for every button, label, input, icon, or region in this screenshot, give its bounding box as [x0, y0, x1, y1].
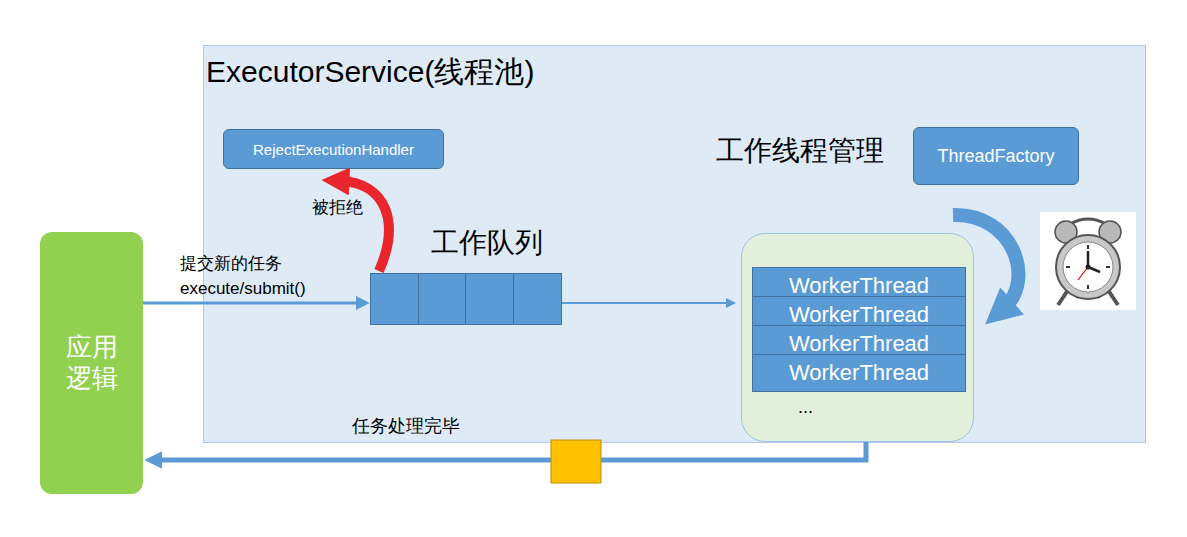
node-text: ExecutorService(线程池)	[206, 52, 1147, 93]
worker-thread: WorkerThread	[752, 354, 966, 392]
worker-pool: ...WorkerThreadWorkerThreadWorkerThreadW…	[741, 233, 974, 442]
node-text: ThreadFactory	[937, 146, 1054, 167]
connector	[562, 302, 729, 304]
work-queue: 工作队列	[370, 273, 562, 325]
connector	[143, 302, 360, 305]
label-wrap: 任务处理完毕	[352, 413, 460, 439]
submit-label: 提交新的任务 execute/submit()	[180, 252, 330, 301]
queue-slot	[419, 274, 467, 324]
node-text: ...	[798, 397, 838, 418]
section-label: 工作线程管理	[716, 132, 884, 170]
done-label: 任务处理完毕	[352, 413, 460, 439]
connector	[157, 442, 866, 460]
queue-slot	[466, 274, 514, 324]
label-wrap: 被拒绝	[310, 196, 365, 221]
node-text: RejectExecutionHandler	[253, 141, 414, 158]
node-text: 工作队列	[431, 226, 621, 260]
connector	[953, 215, 1018, 308]
queue-slot	[514, 274, 562, 324]
handler-box: RejectExecutionHandler	[223, 129, 444, 169]
node-text: WorkerThread	[789, 331, 929, 357]
connector	[341, 181, 389, 271]
node-text: WorkerThread	[789, 360, 929, 386]
reject-label: 被拒绝	[310, 196, 365, 221]
result-block	[551, 440, 601, 483]
factory-box: ThreadFactory	[913, 127, 1079, 185]
node-text: 应用逻辑	[64, 332, 120, 394]
queue-slot	[371, 274, 419, 324]
app-logic-box: 应用逻辑	[40, 232, 143, 494]
label-wrap: 提交新的任务 execute/submit()	[180, 252, 330, 301]
alarm-clock	[1040, 212, 1136, 310]
label-wrap: 工作线程管理	[716, 132, 884, 170]
node-text: WorkerThread	[789, 273, 929, 299]
node-text: WorkerThread	[789, 302, 929, 328]
